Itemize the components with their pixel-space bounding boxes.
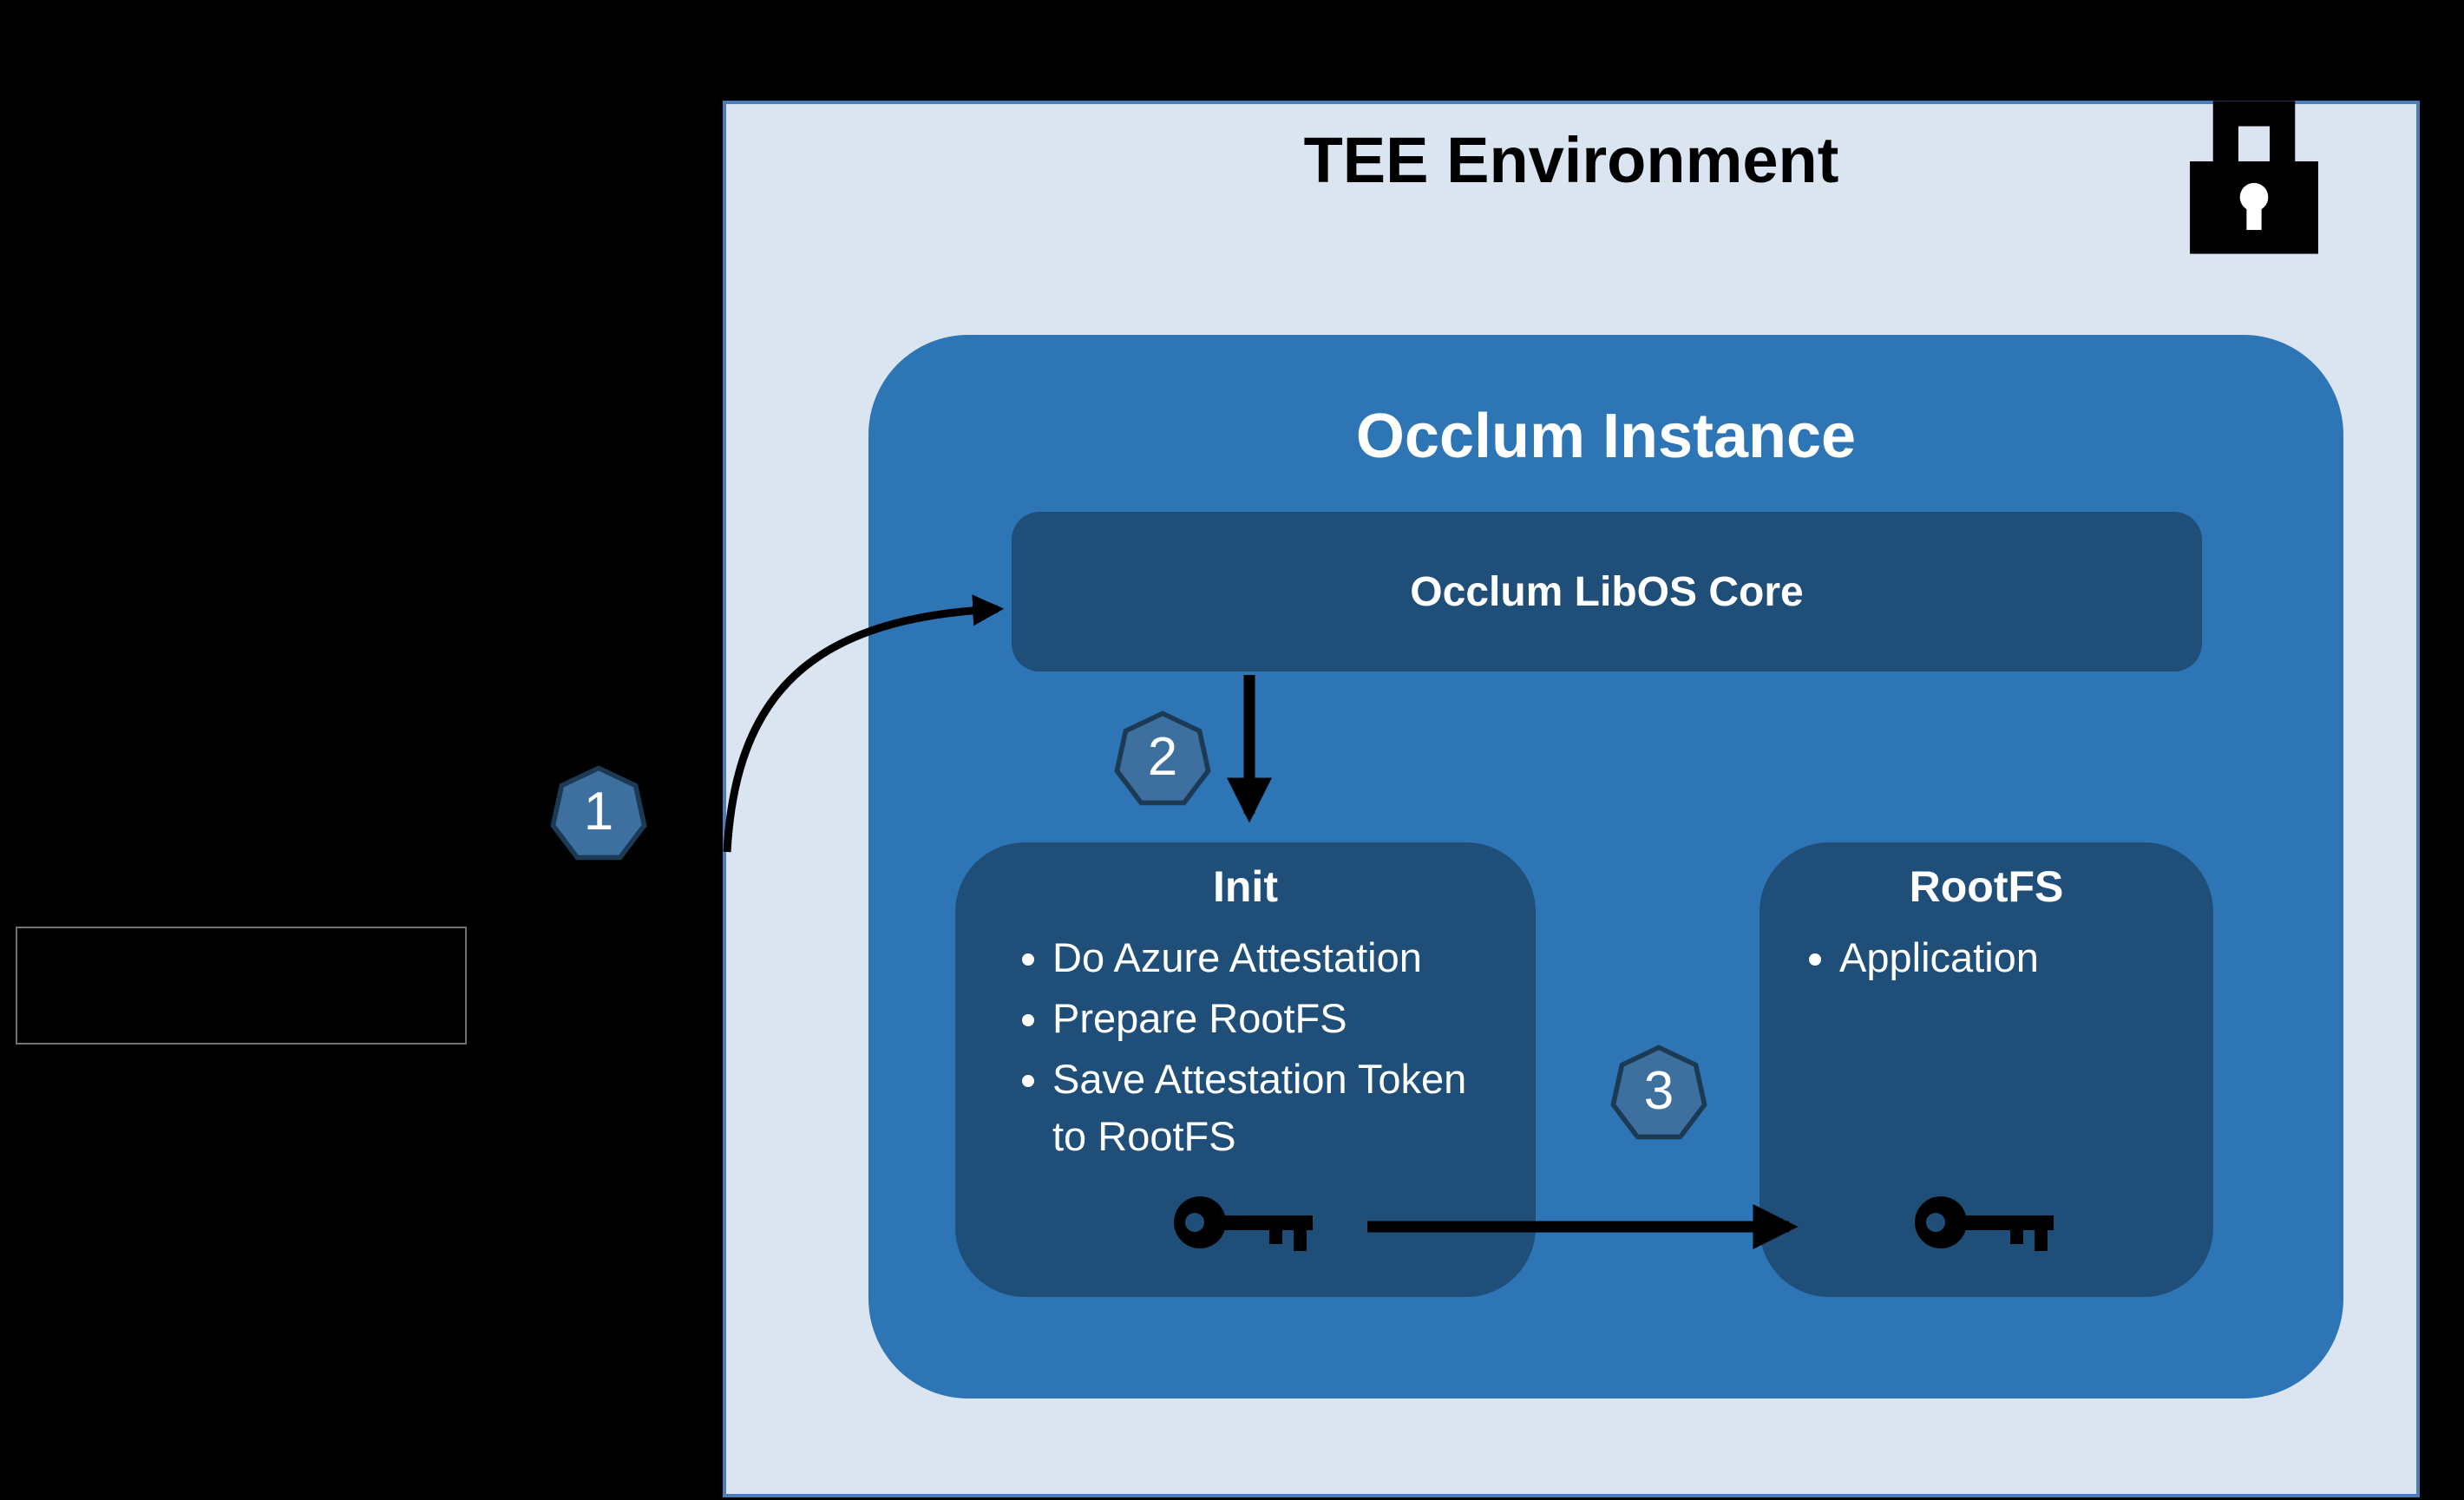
rootfs-title: RootFS bbox=[1909, 862, 2064, 911]
init-title: Init bbox=[1213, 862, 1278, 911]
step-badge-2: 2 bbox=[1114, 711, 1211, 808]
tee-environment-title: TEE Environment bbox=[1303, 124, 1839, 196]
init-bullet-azure-attestation: Do Azure Attestation bbox=[1052, 929, 1469, 986]
step-badge-1: 1 bbox=[550, 765, 647, 862]
init-bullet-list: Do Azure Attestation Prepare RootFS Save… bbox=[1011, 929, 1536, 1165]
init-box: Init Do Azure Attestation Prepare RootFS… bbox=[955, 842, 1536, 1297]
init-key-icon bbox=[1172, 1186, 1320, 1264]
init-bullet-prepare-rootfs: Prepare RootFS bbox=[1052, 990, 1469, 1047]
libos-core-box: Occlum LibOS Core bbox=[1012, 512, 2202, 671]
rootfs-box: RootFS Application bbox=[1760, 842, 2213, 1297]
step-badge-3-number: 3 bbox=[1643, 1060, 1674, 1121]
left-label-box bbox=[16, 927, 467, 1045]
step-badge-1-number: 1 bbox=[583, 781, 614, 842]
step-badge-3: 3 bbox=[1610, 1045, 1707, 1142]
padlock-icon bbox=[2179, 87, 2329, 261]
libos-core-label: Occlum LibOS Core bbox=[1410, 568, 1804, 615]
step-badge-2-number: 2 bbox=[1147, 726, 1178, 787]
rootfs-key-icon bbox=[1913, 1186, 2061, 1264]
init-bullet-save-token: Save Attestation Token to RootFS bbox=[1052, 1051, 1469, 1165]
rootfs-bullet-list: Application bbox=[1782, 929, 2213, 986]
rootfs-bullet-application: Application bbox=[1839, 929, 2169, 986]
occlum-instance-title: Occlum Instance bbox=[1355, 402, 1857, 471]
